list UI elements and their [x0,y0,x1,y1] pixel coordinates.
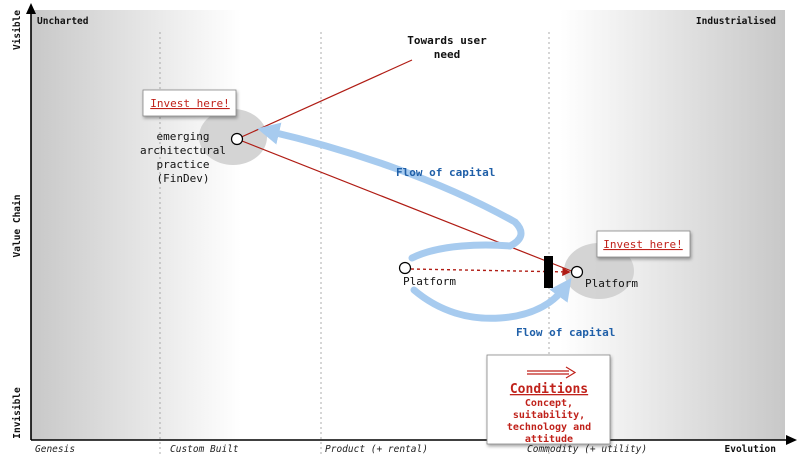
stage-label-commodity: Commodity (+ utility) [527,444,647,455]
user-need-link [236,59,413,140]
platform-commodity-node[interactable] [570,265,584,279]
flow-of-capital-label-1: Flow of capital [396,166,495,179]
user-need-label-line-1: Towards user [407,34,487,47]
findev-label-line-3: practice [157,158,210,171]
conditions-detail-2: suitability, [513,409,585,421]
inertia-bar [544,256,553,288]
findev-label-line-2: architectural [140,144,226,157]
evolution-label: Evolution [725,444,776,455]
conditions-arrow-icon [527,366,577,379]
y-axis-arrowhead [26,3,36,14]
user-need-label-line-2: need [434,48,461,61]
flow-of-capital-arrow-1 [257,122,525,262]
stage-label-product: Product (+ rental) [325,444,428,455]
conditions-detail-3: technology and [507,422,591,433]
invest-here-text-2: Invest here! [603,238,682,251]
stage-label-genesis: Genesis [35,444,75,455]
invest-here-box-1: Invest here! [142,89,237,117]
platform-commodity-label: Platform [585,277,638,290]
value-chain-label: Value Chain [12,195,23,258]
visible-label: Visible [12,10,23,50]
flow-of-capital-label-2: Flow of capital [516,326,615,339]
platform-evolution-arrow [410,267,571,277]
conditions-detail-1: Concept, [525,398,573,409]
platform-product-node[interactable] [398,261,412,275]
conditions-box: Conditions Concept, suitability, technol… [486,354,611,445]
invest-here-box-2: Invest here! [596,230,691,258]
conditions-detail-4: attitude [525,433,573,445]
uncharted-gradient [31,10,241,440]
conditions-title: Conditions [510,382,588,397]
platform-product-label: Platform [403,275,456,288]
findev-label-line-4: (FinDev) [157,172,210,185]
findev-component-node[interactable] [230,132,244,146]
findev-to-platform-link [236,138,575,273]
findev-label-line-1: emerging [157,130,210,143]
uncharted-label: Uncharted [37,16,89,27]
stage-label-custom: Custom Built [170,444,239,455]
invisible-label: Invisible [12,387,23,439]
invest-here-text-1: Invest here! [150,97,229,110]
industrialised-label: Industrialised [696,16,776,27]
x-axis-arrowhead [786,435,797,445]
flow-of-capital-arrow-2 [410,277,572,322]
